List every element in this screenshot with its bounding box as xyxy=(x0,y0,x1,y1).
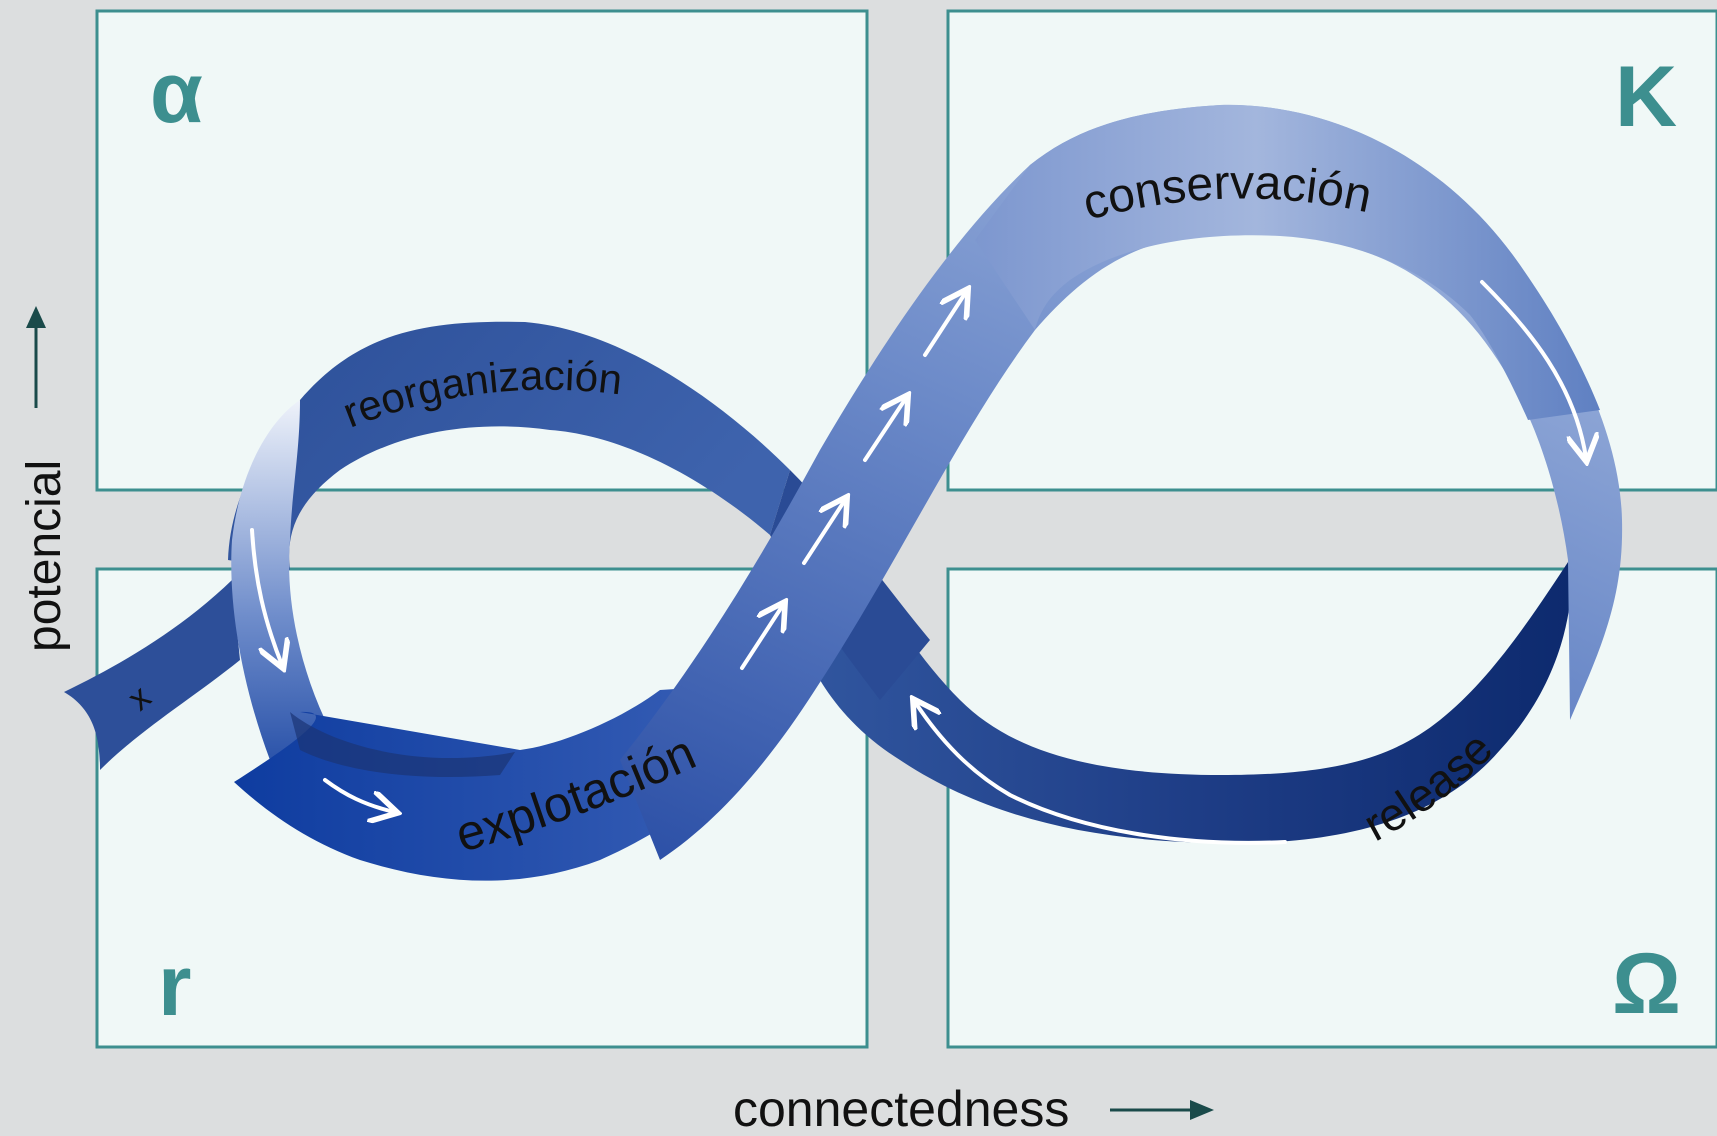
ribbon-exit-tail xyxy=(64,580,240,770)
flow-arrows xyxy=(250,280,1586,845)
ribbon-rising xyxy=(620,104,1623,861)
omega-symbol: Ω xyxy=(1612,936,1681,1032)
quadrant-panels xyxy=(95,9,1717,1049)
flow-arrow-exp-1 xyxy=(323,778,394,812)
flow-arrow-up-1 xyxy=(740,605,783,670)
flow-arrow-release-back xyxy=(915,702,1287,845)
flow-arrow-reorg-down xyxy=(250,528,282,665)
ribbon-conservation-top xyxy=(975,104,1600,421)
y-axis-arrow-icon xyxy=(26,306,46,408)
alpha-symbol: α xyxy=(150,45,203,141)
k-symbol: K xyxy=(1615,49,1677,145)
r-symbol: r xyxy=(158,938,191,1034)
flow-arrow-up-2 xyxy=(802,500,845,565)
y-axis-label: potencial xyxy=(18,460,71,652)
flow-arrow-up-3 xyxy=(863,398,906,462)
x-axis-label: connectedness xyxy=(733,1081,1069,1136)
x-axis-arrow-icon xyxy=(1110,1100,1214,1120)
flow-arrow-up-4 xyxy=(923,292,966,357)
ribbon-reorganization xyxy=(228,321,790,570)
flow-arrow-cons-down xyxy=(1480,280,1586,458)
ribbon-release-band xyxy=(820,556,1573,844)
ribbon-fold-left xyxy=(231,400,330,760)
ribbon-exploitation-shadow xyxy=(290,712,515,778)
